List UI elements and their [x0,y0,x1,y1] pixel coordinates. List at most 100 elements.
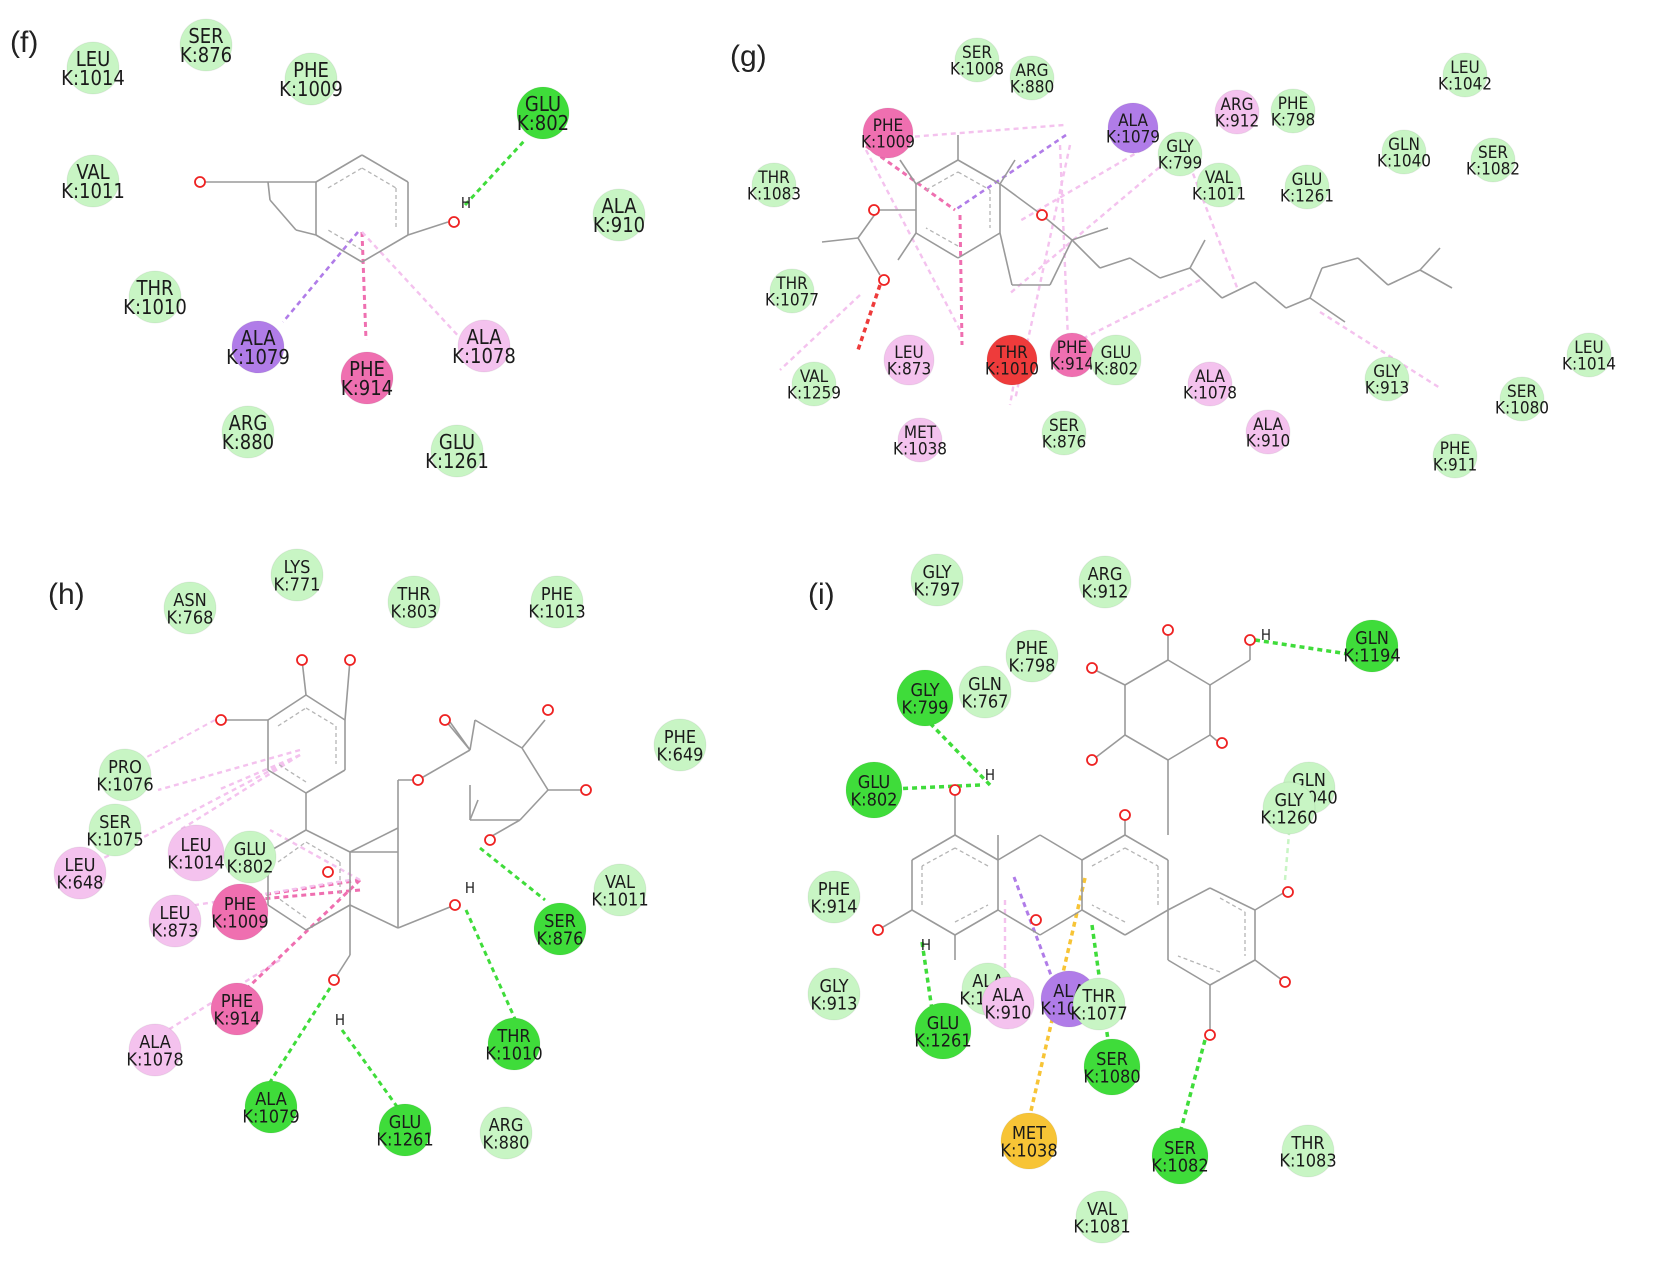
residue-id: K:912 [1082,581,1129,602]
residue-id: K:802 [1094,359,1138,379]
residue-id: K:914 [341,376,393,400]
ligand-bond [1094,669,1126,686]
ligand-bond [269,199,297,231]
ligand-bond [1254,959,1283,981]
residue-name: LEU [180,835,211,856]
oxygen-atom [412,774,424,786]
residue-disc [896,669,954,727]
ligand-bond [857,237,881,276]
interaction-line-hbond-strong [1254,638,1356,657]
residue-id: K:1077 [1070,1003,1127,1024]
residue-name: PHE [1440,439,1470,459]
residue-disc [1196,162,1242,208]
residue-disc [53,846,107,900]
residue-name: THR [496,1026,530,1047]
residue-name: GLY [1373,362,1401,382]
ligand-bond [417,749,471,781]
ligand-bond [267,181,271,201]
ligand-bond [1309,297,1346,323]
residue-id: K:1014 [1562,354,1616,374]
ligand-bond [821,237,859,243]
residue-disc [1151,1127,1209,1185]
aromatic-ring-bond [954,847,989,867]
oxygen-atom [868,204,880,216]
residue-disc [210,982,264,1036]
residue-name: GLU [439,430,475,454]
residue-id: K:1011 [1192,184,1246,204]
residue-id: K:1011 [591,889,648,910]
interaction-line-pi-sigma [1012,876,1068,1016]
residue-name: LEU [894,343,923,363]
interaction-line-pi-pi [360,231,368,341]
ligand-bond [915,159,959,185]
ligand-bond [1209,959,1256,986]
residue-name: GLY [910,680,939,701]
residue-name: PHE [873,116,903,136]
aromatic-ring-bond [305,707,337,727]
ligand-bond [1124,659,1169,686]
residue-name: ARG [1016,61,1049,81]
interaction-line-pi-alkyl [864,149,962,331]
residue-disc [791,361,837,407]
residue-disc [986,334,1038,386]
ligand-bond [305,769,346,794]
residue-name: LEU [1574,338,1603,358]
residue-name: SER [188,24,223,48]
residue-id: K:1010 [985,359,1039,379]
residue-disc [807,870,861,924]
aromatic-ring-bond [1177,955,1221,973]
interaction-line-pi-sigma [954,133,1067,212]
residue-disc [1364,356,1410,402]
residue-disc [862,107,914,159]
ligand-bond [267,904,307,931]
ligand-bond [315,154,363,183]
residue-disc [1245,409,1291,455]
residue-name: ARG [489,1115,524,1136]
residue-id: K:768 [167,607,214,628]
ligand-bond [1081,834,1126,861]
interaction-line-hbond-strong [463,138,527,207]
ligand-bond [521,719,546,749]
residue-id: K:880 [483,1132,530,1153]
residue-name: SER [962,43,992,63]
residue-disc [958,665,1012,719]
residue-name: PHE [664,727,696,748]
residue-disc [807,967,861,1021]
residue-id: K:797 [914,579,961,600]
residue-disc [1107,102,1159,154]
residue-disc [128,270,182,324]
residue-name: ALA [139,1032,171,1053]
hydrogen-label: H [921,936,931,954]
residue-disc [1345,619,1399,673]
residue-id: K:802 [851,789,898,810]
residue-name: SER [1478,143,1508,163]
residue-name: PHE [1278,94,1308,114]
ligand-bond [349,904,399,929]
residue-name: ALA [601,194,637,218]
oxygen-atom [448,216,460,228]
residue-disc [1157,131,1203,177]
residue-id: K:767 [962,691,1009,712]
ligand-bond [1049,239,1073,286]
residue-id: K:798 [1271,110,1315,130]
residue-disc [1075,1190,1129,1244]
aromatic-ring-bond [327,167,363,189]
residue-disc [1187,361,1233,407]
hydrogen-label: H [465,879,475,897]
residue-name: GLY [1166,137,1194,157]
residue-name: SER [1507,382,1537,402]
ligand-bond [1041,214,1073,241]
interaction-line-pi-alkyl [99,753,301,862]
